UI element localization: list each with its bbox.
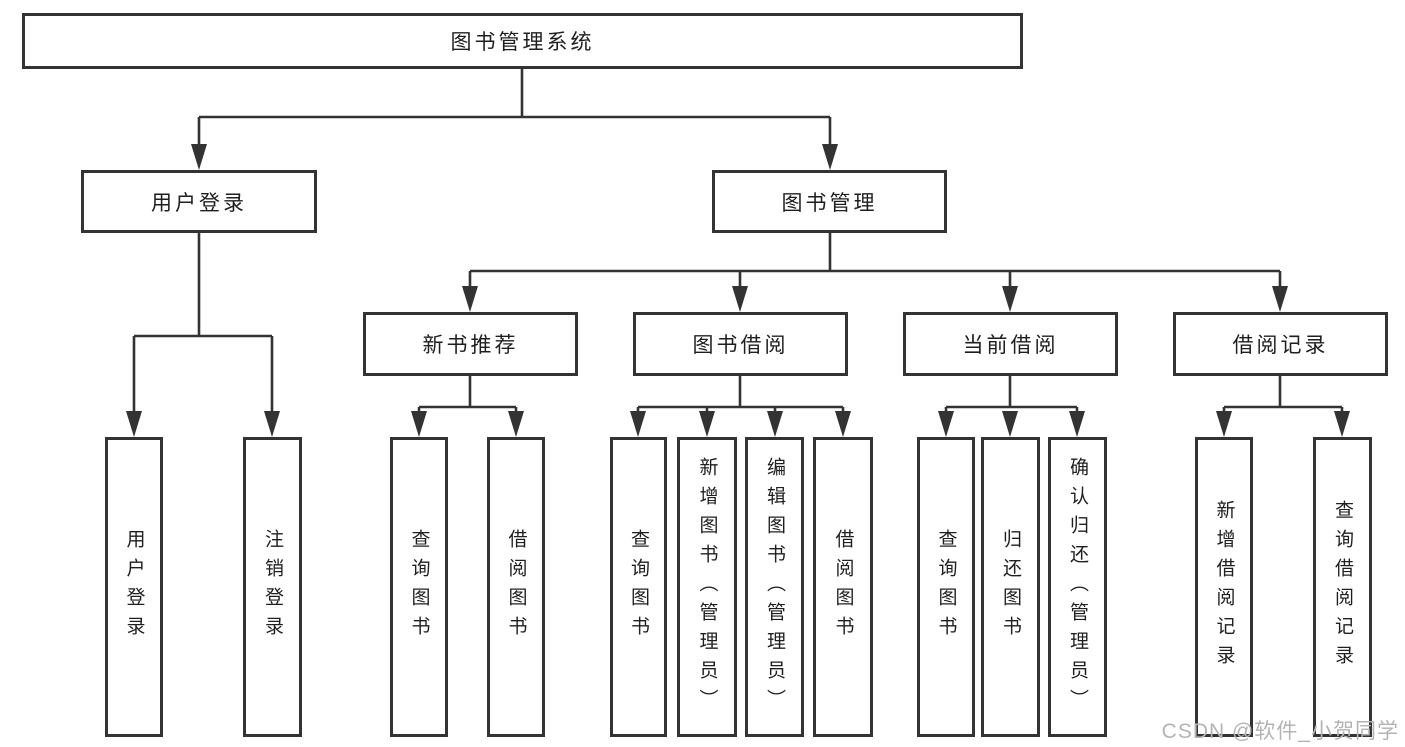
node-book-management: 图书管理 [712,170,947,233]
node-borrow-records-label: 借阅记录 [1232,334,1329,357]
leaf-return-book-label: 归还图书 [1000,529,1021,645]
leaf-return-book: 归还图书 [981,437,1040,737]
node-user-login: 用户登录 [81,170,317,233]
leaf-confirm-return-admin-label: 确认归还（管理员） [1067,456,1088,718]
node-new-book-recommend: 新书推荐 [363,312,578,376]
leaf-add-book-admin-label: 新增图书（管理员） [696,456,718,718]
leaf-edit-book-admin: 编辑图书（管理员） [745,437,804,737]
leaf-borrow-books-recommend: 借阅图书 [487,437,545,737]
leaf-query-books-recommend-label: 查询图书 [408,529,430,645]
node-user-login-label: 用户登录 [151,191,247,215]
leaf-query-books-borrow-label: 查询图书 [628,529,649,645]
node-new-book-recommend-label: 新书推荐 [422,334,519,357]
leaf-query-books-current: 查询图书 [917,437,975,737]
leaf-borrow-books: 借阅图书 [813,437,873,737]
leaf-logout: 注销登录 [243,437,302,737]
node-book-borrow-label: 图书借阅 [692,334,789,357]
node-book-borrow: 图书借阅 [633,312,848,376]
leaf-query-books-current-label: 查询图书 [935,529,957,645]
leaf-add-book-admin: 新增图书（管理员） [677,437,737,737]
leaf-query-books-borrow: 查询图书 [610,437,667,737]
leaf-confirm-return-admin: 确认归还（管理员） [1048,437,1107,737]
leaf-borrow-books-label: 借阅图书 [832,529,854,645]
leaf-query-borrow-record: 查询借阅记录 [1313,437,1372,737]
leaf-query-borrow-record-label: 查询借阅记录 [1332,500,1353,674]
leaf-edit-book-admin-label: 编辑图书（管理员） [764,456,785,718]
node-root-label: 图书管理系统 [450,31,595,54]
leaf-user-login-label: 用户登录 [123,529,145,645]
node-root: 图书管理系统 [22,13,1023,69]
leaf-user-login: 用户登录 [105,437,163,737]
leaf-add-borrow-record: 新增借阅记录 [1195,437,1253,737]
node-current-borrow-label: 当前借阅 [962,334,1059,357]
leaf-query-books-recommend: 查询图书 [390,437,448,737]
node-book-management-label: 图书管理 [781,191,878,215]
node-borrow-records: 借阅记录 [1173,312,1388,376]
watermark-text: CSDN @软件_小贺同学 [1161,720,1399,743]
leaf-borrow-books-recommend-label: 借阅图书 [505,529,527,645]
leaf-add-borrow-record-label: 新增借阅记录 [1213,500,1235,674]
leaf-logout-label: 注销登录 [262,529,283,645]
node-current-borrow: 当前借阅 [903,312,1118,376]
